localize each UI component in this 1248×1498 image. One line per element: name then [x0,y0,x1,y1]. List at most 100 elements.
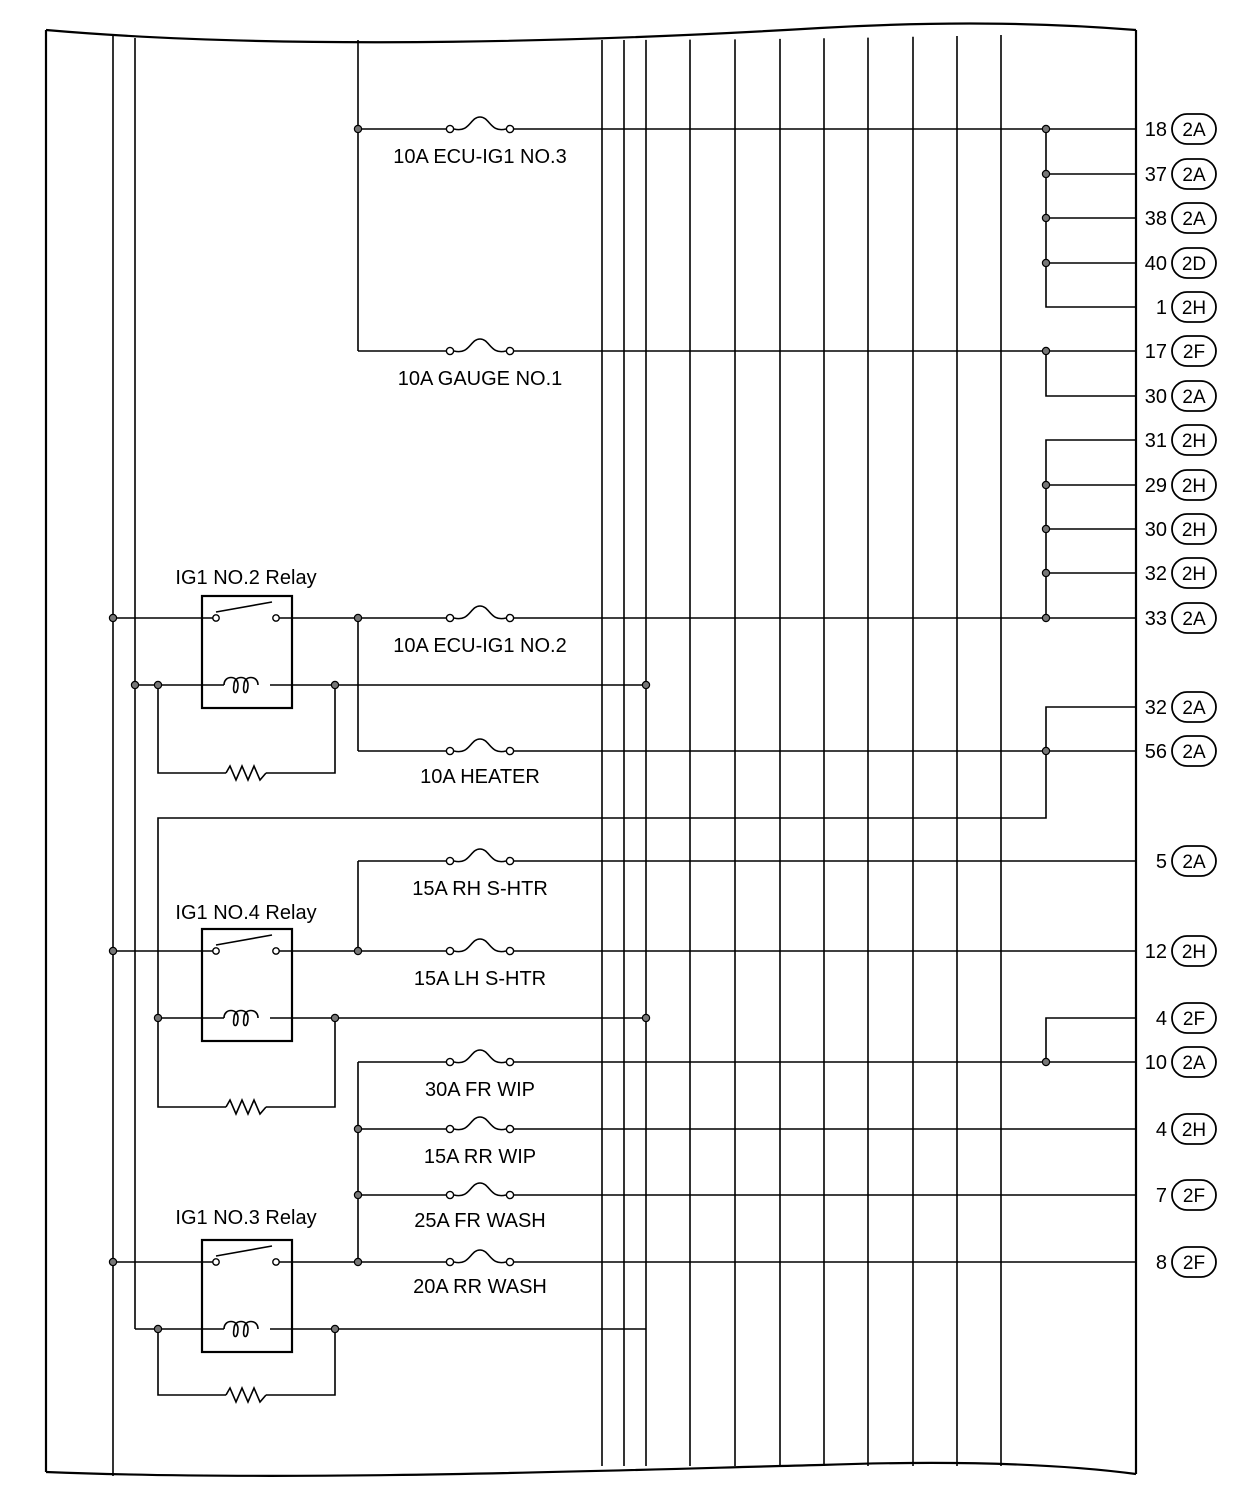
fuse-label: 30A FR WIP [425,1079,535,1101]
terminal: 31 2H [1145,424,1217,456]
fuse-label: 10A HEATER [420,766,540,788]
fuse-terminal [505,1124,515,1134]
connector-badge [1171,158,1217,190]
connector-code: 2A [1182,609,1206,630]
connector-badge [1171,380,1217,412]
terminal-pin: 10 [1145,1052,1167,1074]
relay: IG1 NO.4 Relay [113,902,646,1117]
fuse-terminal [445,746,455,756]
terminal-pin: 18 [1145,119,1167,141]
fuse-element [453,116,507,131]
relay-label: IG1 NO.3 Relay [175,1207,316,1229]
fuse-element [453,738,507,753]
fuse-element [453,1182,507,1197]
fuse-terminal [505,124,515,134]
fuse-terminal [505,946,515,956]
junction-dot [1041,746,1051,756]
junction-dot [353,1257,363,1267]
connector-code: 2A [1182,387,1206,408]
junction-dot [1041,480,1051,490]
junction-dot [108,1257,118,1267]
connector-badge [1171,1046,1217,1078]
fuse-terminal [505,1190,515,1200]
term-wire [1045,439,1136,618]
connector-badge [1171,202,1217,234]
connector-code: 2H [1182,476,1206,497]
fuse-element [453,605,507,620]
junction-dot [1041,346,1051,356]
fuse: 20A RR WASH [358,1249,1136,1298]
connector-badge [1171,691,1217,723]
fuse-label: 25A FR WASH [414,1210,546,1232]
relay-box [200,927,294,1043]
fuse-terminal [445,856,455,866]
terminal-pin: 40 [1145,253,1167,275]
junction-dot [1041,568,1051,578]
junction-dot [1041,258,1051,268]
relay-contact [212,1258,220,1266]
junction-dot [108,946,118,956]
fuse: 25A FR WASH [358,1182,1136,1232]
connector-badge [1171,513,1217,545]
fuse-terminal [445,1124,455,1134]
fuse-terminal [445,1257,455,1267]
terminal-pin: 8 [1156,1252,1167,1274]
connector-code: 2D [1182,254,1206,275]
fuse-label: 15A RH S-HTR [412,878,548,900]
resistor [225,1385,267,1405]
fuse-terminal [445,124,455,134]
junction-dot [353,613,363,623]
connector-badge [1171,291,1217,323]
relay: IG1 NO.3 Relay [113,1207,646,1405]
junction-dot [153,1013,163,1023]
connector-code: 2A [1182,209,1206,230]
fuse-label: 10A ECU-IG1 NO.2 [393,635,566,657]
relay-coil [223,676,259,694]
terminal-pin: 31 [1145,430,1167,452]
term-wire [1045,1017,1136,1063]
terminal: 10 2A [1145,1046,1217,1078]
connector-badge [1171,735,1217,767]
fuse: 15A LH S-HTR [358,938,1136,990]
fuse-label: 10A GAUGE NO.1 [398,368,563,390]
connector-code: 2H [1182,564,1206,585]
terminal: 17 2F [1145,335,1217,367]
junction-dot [353,946,363,956]
junction-dot [330,1013,340,1023]
fuse-label: 15A LH S-HTR [414,968,546,990]
resistor-wire [266,1329,336,1396]
fuse-terminal [505,746,515,756]
connector-code: 2A [1182,120,1206,141]
terminal: 40 2D [1145,247,1217,279]
junction-dot [353,124,363,134]
fuse-terminal [445,946,455,956]
terminal-pin: 17 [1145,341,1167,363]
fuse-terminal [505,1057,515,1067]
terminal-pin: 5 [1156,851,1167,873]
junction-dot [1041,213,1051,223]
relay: IG1 NO.2 Relay [113,567,646,783]
connector-badge [1171,247,1217,279]
connector-code: 2F [1183,342,1205,363]
connector-code: 2A [1182,1053,1206,1074]
connector-badge [1171,557,1217,589]
connector-badge [1171,469,1217,501]
fuse: 15A RH S-HTR [358,848,1136,900]
terminal-pin: 33 [1145,608,1167,630]
terminal-pin: 37 [1145,164,1167,186]
fuse-element [453,1116,507,1131]
frame-top-edge [45,22,1137,44]
connector-badge [1171,424,1217,456]
relay-switch-arm [215,1245,273,1257]
relay-label: IG1 NO.4 Relay [175,902,316,924]
connector-code: 2H [1182,431,1206,452]
